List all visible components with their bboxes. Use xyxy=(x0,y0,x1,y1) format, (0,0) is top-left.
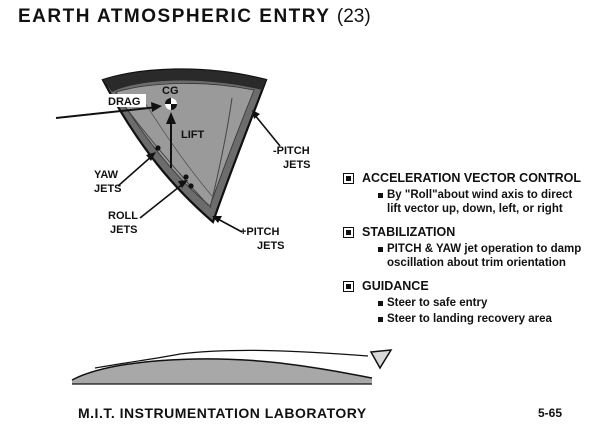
page-title: EARTH ATMOSPHERIC ENTRY (23) xyxy=(18,6,371,28)
trajectory-illustration xyxy=(71,349,393,385)
lift-vector xyxy=(166,112,176,168)
section-heading: ACCELERATION VECTOR CONTROL xyxy=(343,170,593,186)
plus-pitch-label-2: JETS xyxy=(257,240,285,252)
list-item-line: PITCH & YAW jet operation to damp xyxy=(387,243,582,255)
bullet-dot-icon xyxy=(378,317,383,322)
section-guidance: GUIDANCE Steer to safe entry Steer to la… xyxy=(343,278,593,326)
cg-label: CG xyxy=(162,85,179,97)
bullet-dot-icon xyxy=(378,301,383,306)
section-acceleration: ACCELERATION VECTOR CONTROL By "Roll"abo… xyxy=(343,170,593,216)
minus-pitch-label-2: JETS xyxy=(283,159,311,171)
yaw-label-1: YAW xyxy=(94,169,119,181)
roll-leader xyxy=(139,182,185,219)
square-bullet-icon xyxy=(343,172,354,184)
list-item: By "Roll"about wind axis to direct lift … xyxy=(343,188,593,216)
list-item-line: By "Roll"about wind axis to direct xyxy=(387,189,573,201)
section-heading-text: GUIDANCE xyxy=(362,279,429,293)
list-item: PITCH & YAW jet operation to damp oscill… xyxy=(343,242,593,270)
section-heading-text: ACCELERATION VECTOR CONTROL xyxy=(362,171,581,185)
section-stabilization: STABILIZATION PITCH & YAW jet operation … xyxy=(343,224,593,270)
square-bullet-icon xyxy=(343,226,354,238)
section-heading: GUIDANCE xyxy=(343,278,593,294)
bullet-dot-icon xyxy=(378,247,383,252)
drag-vector xyxy=(55,102,162,119)
section-heading: STABILIZATION xyxy=(343,224,593,240)
bullet-dot-icon xyxy=(378,193,383,198)
footer-lab: M.I.T. INSTRUMENTATION LABORATORY xyxy=(78,405,367,421)
yaw-label-2: JETS xyxy=(94,183,122,195)
list-item-line: Steer to landing recovery area xyxy=(387,313,552,325)
yaw-leader xyxy=(117,155,153,187)
cg-marker xyxy=(165,98,177,110)
drag-label: DRAG xyxy=(108,96,140,108)
roll-label-1: ROLL xyxy=(108,210,138,222)
section-heading-text: STABILIZATION xyxy=(362,225,456,239)
minus-pitch-label-1: -PITCH xyxy=(273,145,310,157)
lift-label: LIFT xyxy=(181,129,204,141)
list-item: Steer to landing recovery area xyxy=(343,312,593,326)
plus-pitch-leader xyxy=(215,217,243,233)
list-item: Steer to safe entry xyxy=(343,296,593,310)
square-bullet-icon xyxy=(343,280,354,292)
drag-label-box xyxy=(106,94,146,107)
plus-pitch-label-1: +PITCH xyxy=(240,226,279,238)
list-item-line: Steer to safe entry xyxy=(387,297,488,309)
page-number-tag: (23) xyxy=(336,6,371,27)
page-number: 5-65 xyxy=(538,406,563,420)
list-item-line: oscillation about trim orientation xyxy=(387,257,566,269)
page-title-text: EARTH ATMOSPHERIC ENTRY xyxy=(18,6,331,27)
bullet-list: ACCELERATION VECTOR CONTROL By "Roll"abo… xyxy=(343,170,593,334)
list-item-line: lift vector up, down, left, or right xyxy=(387,203,563,215)
minus-pitch-leader xyxy=(253,113,281,147)
roll-label-2: JETS xyxy=(110,224,138,236)
capsule-drawing xyxy=(101,68,268,224)
